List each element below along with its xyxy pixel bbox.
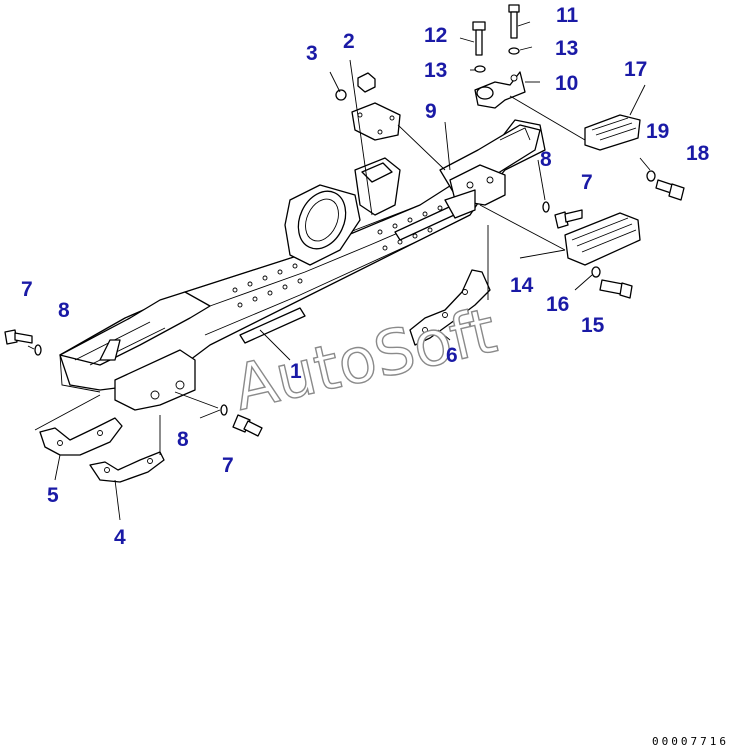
washer-8-right bbox=[542, 201, 550, 213]
callout-16: 16 bbox=[546, 293, 569, 316]
guard-4 bbox=[89, 451, 165, 483]
track-frame bbox=[59, 102, 546, 411]
guard-5 bbox=[39, 417, 123, 456]
callout-4: 4 bbox=[114, 526, 126, 549]
callout-3: 3 bbox=[306, 42, 318, 65]
callout-6: 6 bbox=[446, 344, 458, 367]
callout-labels: 1 2 3 4 5 6 7 7 7 8 8 8 9 10 11 12 13 13… bbox=[21, 4, 710, 549]
callout-12: 12 bbox=[424, 24, 447, 47]
callout-15: 15 bbox=[581, 314, 605, 337]
bolt-7-left bbox=[4, 329, 33, 345]
ball-3 bbox=[335, 89, 347, 101]
washer-13-left bbox=[474, 65, 486, 73]
callout-8-mid: 8 bbox=[177, 428, 189, 451]
callout-17: 17 bbox=[624, 58, 647, 81]
leader-lines bbox=[27, 21, 651, 521]
callout-19: 19 bbox=[646, 120, 669, 143]
step-14 bbox=[564, 212, 641, 266]
callout-9: 9 bbox=[425, 100, 437, 123]
callout-1: 1 bbox=[290, 360, 302, 383]
callout-2: 2 bbox=[343, 30, 355, 53]
document-number: 00007716 bbox=[652, 735, 729, 748]
callout-10: 10 bbox=[555, 72, 578, 95]
guard-6 bbox=[409, 269, 491, 346]
washer-19 bbox=[646, 170, 656, 182]
callout-7-left: 7 bbox=[21, 278, 33, 301]
washer-13-top bbox=[508, 47, 520, 55]
callout-8-left: 8 bbox=[58, 299, 70, 322]
callout-11: 11 bbox=[556, 4, 579, 27]
callout-7-mid: 7 bbox=[222, 454, 234, 477]
bolt-7-mid bbox=[232, 414, 263, 437]
callout-14: 14 bbox=[510, 274, 534, 297]
plug-2 bbox=[357, 72, 376, 93]
callout-13-left: 13 bbox=[424, 59, 447, 82]
step-17 bbox=[584, 114, 641, 151]
washer-16 bbox=[591, 266, 601, 278]
washer-8-left bbox=[34, 344, 42, 356]
bolt-11 bbox=[508, 4, 520, 39]
bolt-7-right bbox=[554, 209, 583, 229]
bolt-15 bbox=[599, 279, 633, 299]
callout-8-right: 8 bbox=[540, 148, 552, 171]
callout-5: 5 bbox=[47, 484, 59, 507]
bracket-10 bbox=[474, 71, 526, 109]
callout-7-right: 7 bbox=[581, 171, 593, 194]
bolt-18 bbox=[655, 179, 685, 201]
bolt-12 bbox=[472, 21, 486, 56]
callout-13-right: 13 bbox=[555, 37, 578, 60]
callout-18: 18 bbox=[686, 142, 710, 165]
washer-8-mid bbox=[220, 404, 228, 416]
